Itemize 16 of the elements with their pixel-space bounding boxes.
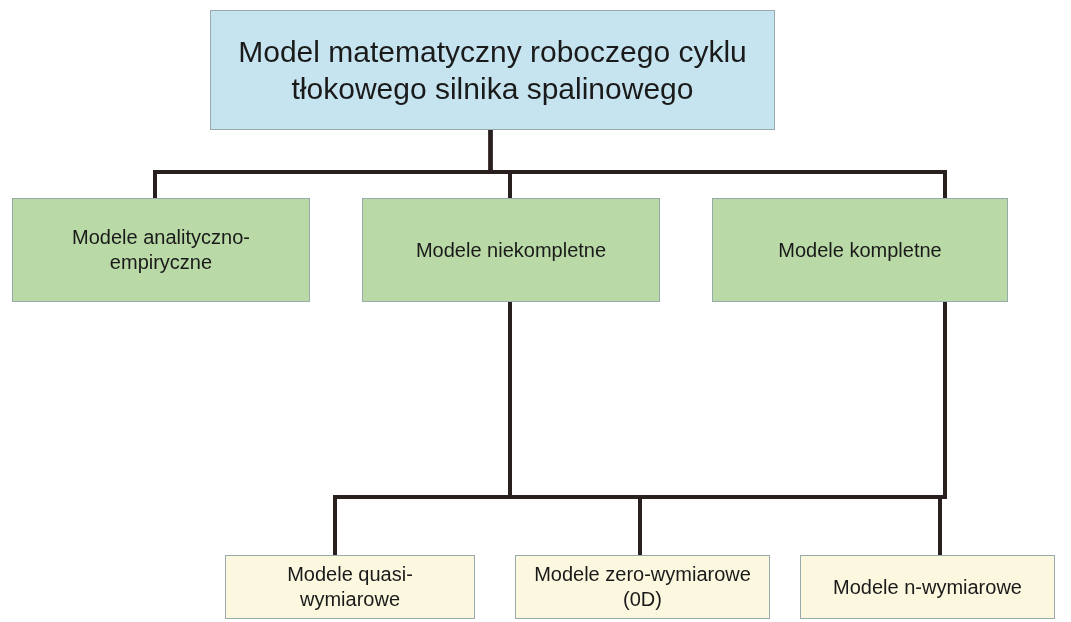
box-label: Modele kompletne (778, 237, 942, 263)
category-box (515, 555, 770, 619)
box-label: Modele n-wymiarowe (833, 574, 1022, 600)
connector-line (488, 130, 947, 198)
category-box (712, 198, 1008, 302)
box-label: Modele quasi-wymiarowe (286, 562, 414, 612)
connector-line (938, 302, 947, 555)
category-box (362, 198, 660, 302)
box-label: Modele zero-wymiarowe (0D) (533, 562, 752, 612)
category-box (12, 198, 310, 302)
category-box (210, 10, 775, 130)
category-box (800, 555, 1055, 619)
box-label: Modele niekompletne (415, 237, 607, 263)
category-box (225, 555, 475, 619)
box-label: Model matematyczny roboczego cyklu tłokowego silnika spalinowego (237, 33, 748, 107)
box-label: Modele analityczno-empiryczne (71, 225, 251, 275)
